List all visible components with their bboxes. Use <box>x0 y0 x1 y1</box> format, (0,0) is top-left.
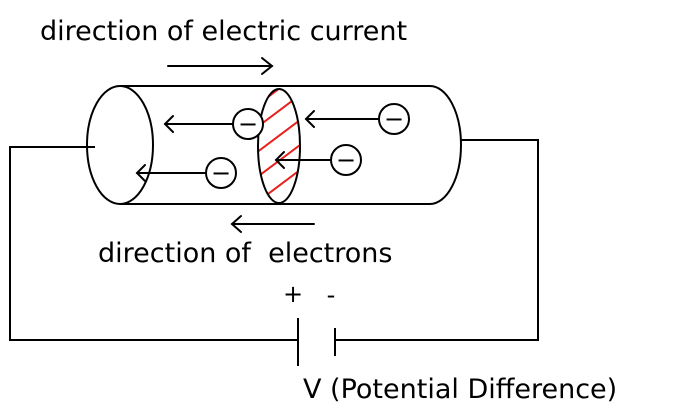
cylinder-left-end <box>86 85 154 205</box>
battery-cell <box>297 318 336 366</box>
svg-text:−: − <box>384 105 404 133</box>
electron-direction-arrow-icon <box>230 215 315 233</box>
potential-difference-label: V (Potential Difference) <box>303 374 617 405</box>
electron-arrow-icon <box>274 151 331 169</box>
circuit-wire <box>9 139 539 341</box>
negative-terminal-label: - <box>327 281 336 309</box>
cylinder-right-end <box>429 85 462 205</box>
current-direction-label: direction of electric current <box>40 16 407 47</box>
svg-text:−: − <box>211 159 231 187</box>
electron-icon: − <box>378 103 410 135</box>
electron-arrow-icon <box>304 110 379 128</box>
svg-text:−: − <box>238 110 258 138</box>
electron-arrow-icon <box>163 115 233 133</box>
current-direction-arrow-icon <box>167 57 274 75</box>
svg-text:−: − <box>336 146 356 174</box>
positive-terminal-label: + <box>283 280 303 308</box>
electron-icon: − <box>232 108 264 140</box>
electron-direction-label: direction of electrons <box>98 238 392 269</box>
electron-arrow-icon <box>135 164 207 182</box>
electron-icon: − <box>205 157 237 189</box>
conductor-cylinder <box>86 85 462 205</box>
electron-icon: − <box>330 144 362 176</box>
